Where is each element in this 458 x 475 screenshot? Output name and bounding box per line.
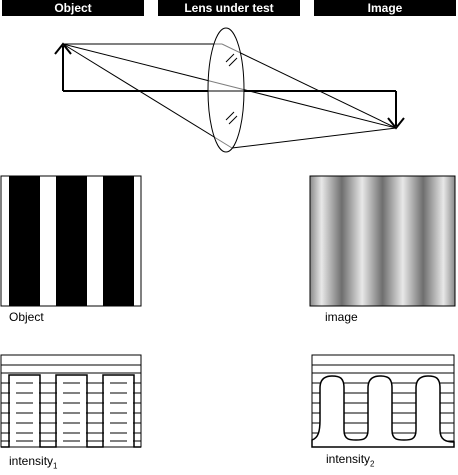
object-bar xyxy=(56,176,87,306)
caption-intensity2-sub: 2 xyxy=(370,459,375,469)
lens-glint-marks xyxy=(225,53,238,125)
caption-intensity1: intensity1 xyxy=(9,454,57,470)
image-blurred-pattern xyxy=(309,175,456,307)
image-pattern-fill xyxy=(309,175,456,307)
caption-image-pattern: image xyxy=(325,310,358,324)
caption-object-pattern: Object xyxy=(9,310,44,324)
object-bar-pattern xyxy=(0,175,142,307)
header-image: Image xyxy=(314,0,456,16)
caption-intensity1-base: intensity xyxy=(9,454,54,468)
intensity1-frame xyxy=(0,354,142,448)
intensity2-profile xyxy=(311,354,455,448)
object-bar xyxy=(9,176,40,306)
lens-icon xyxy=(207,27,245,153)
header-lens-under-test: Lens under test xyxy=(158,0,300,16)
header-object: Object xyxy=(2,0,144,16)
caption-intensity1-sub: 1 xyxy=(53,461,58,471)
optical-layout xyxy=(54,27,405,153)
caption-intensity2: intensity2 xyxy=(326,452,374,468)
intensity2-curve xyxy=(311,375,455,448)
intensity1-curve xyxy=(1,374,141,448)
caption-intensity2-base: intensity xyxy=(326,452,371,466)
intensity1-gridlines xyxy=(1,364,141,442)
object-bar xyxy=(103,176,134,306)
intensity1-profile xyxy=(0,354,142,448)
